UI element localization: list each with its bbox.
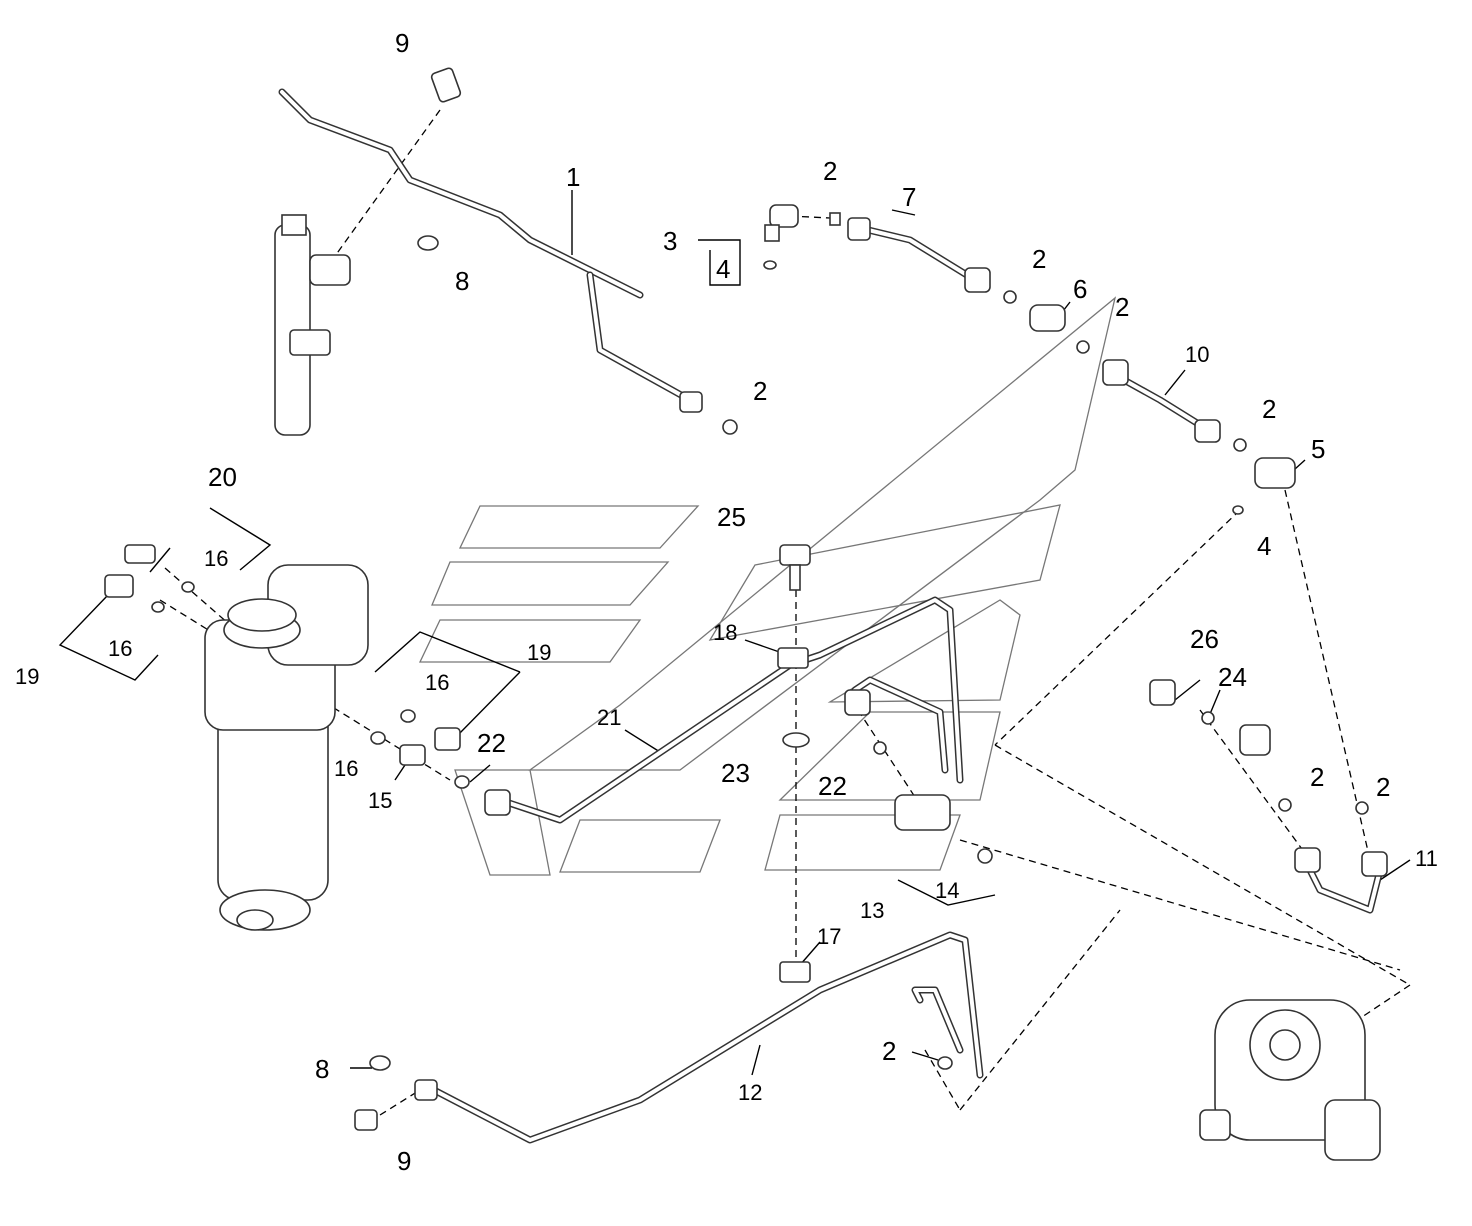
label-4: 4 [1257, 531, 1271, 561]
label-24: 24 [1218, 662, 1247, 692]
background-arrow-graphic [418, 296, 1117, 876]
label-22: 22 [477, 728, 506, 758]
label-2: 2 [882, 1036, 896, 1066]
fittings-and-washers [104, 67, 1388, 1131]
label-16: 16 [108, 636, 132, 661]
label-10: 10 [1185, 342, 1209, 367]
label-9: 9 [395, 28, 409, 58]
label-15: 15 [368, 788, 392, 813]
label-17: 17 [817, 924, 841, 949]
label-19: 19 [527, 640, 551, 665]
label-9: 9 [397, 1146, 411, 1176]
label-2: 2 [1376, 772, 1390, 802]
label-2: 2 [1032, 244, 1046, 274]
label-2: 2 [1115, 292, 1129, 322]
fuel-pipes [278, 88, 1384, 1144]
label-4: 4 [716, 254, 730, 284]
leader-lines [58, 190, 1411, 1076]
injection-pump [1199, 999, 1381, 1161]
label-2: 2 [1310, 762, 1324, 792]
label-25: 25 [717, 502, 746, 532]
label-5: 5 [1311, 434, 1325, 464]
label-20: 20 [208, 462, 237, 492]
label-1: 1 [566, 162, 580, 192]
fuel-filter-assembly [204, 564, 369, 931]
callout-labels: 1 2 2 2 2 2 2 2 2 3 4 4 5 6 7 8 8 9 9 10… [15, 28, 1438, 1176]
label-26: 26 [1190, 624, 1219, 654]
label-22: 22 [818, 771, 847, 801]
label-18: 18 [713, 620, 737, 645]
label-21: 21 [597, 705, 621, 730]
label-7: 7 [902, 182, 916, 212]
label-6: 6 [1073, 274, 1087, 304]
label-2: 2 [753, 376, 767, 406]
label-11: 11 [1415, 846, 1438, 871]
label-16: 16 [425, 670, 449, 695]
label-2: 2 [1262, 394, 1276, 424]
label-19: 19 [15, 664, 39, 689]
fuel-injector [274, 214, 351, 436]
label-16: 16 [204, 546, 228, 571]
label-13: 13 [860, 898, 884, 923]
label-12: 12 [738, 1080, 762, 1105]
label-16: 16 [334, 756, 358, 781]
label-3: 3 [663, 226, 677, 256]
label-23: 23 [721, 758, 750, 788]
label-14: 14 [935, 878, 959, 903]
label-8: 8 [455, 266, 469, 296]
label-8: 8 [315, 1054, 329, 1084]
label-2: 2 [823, 156, 837, 186]
